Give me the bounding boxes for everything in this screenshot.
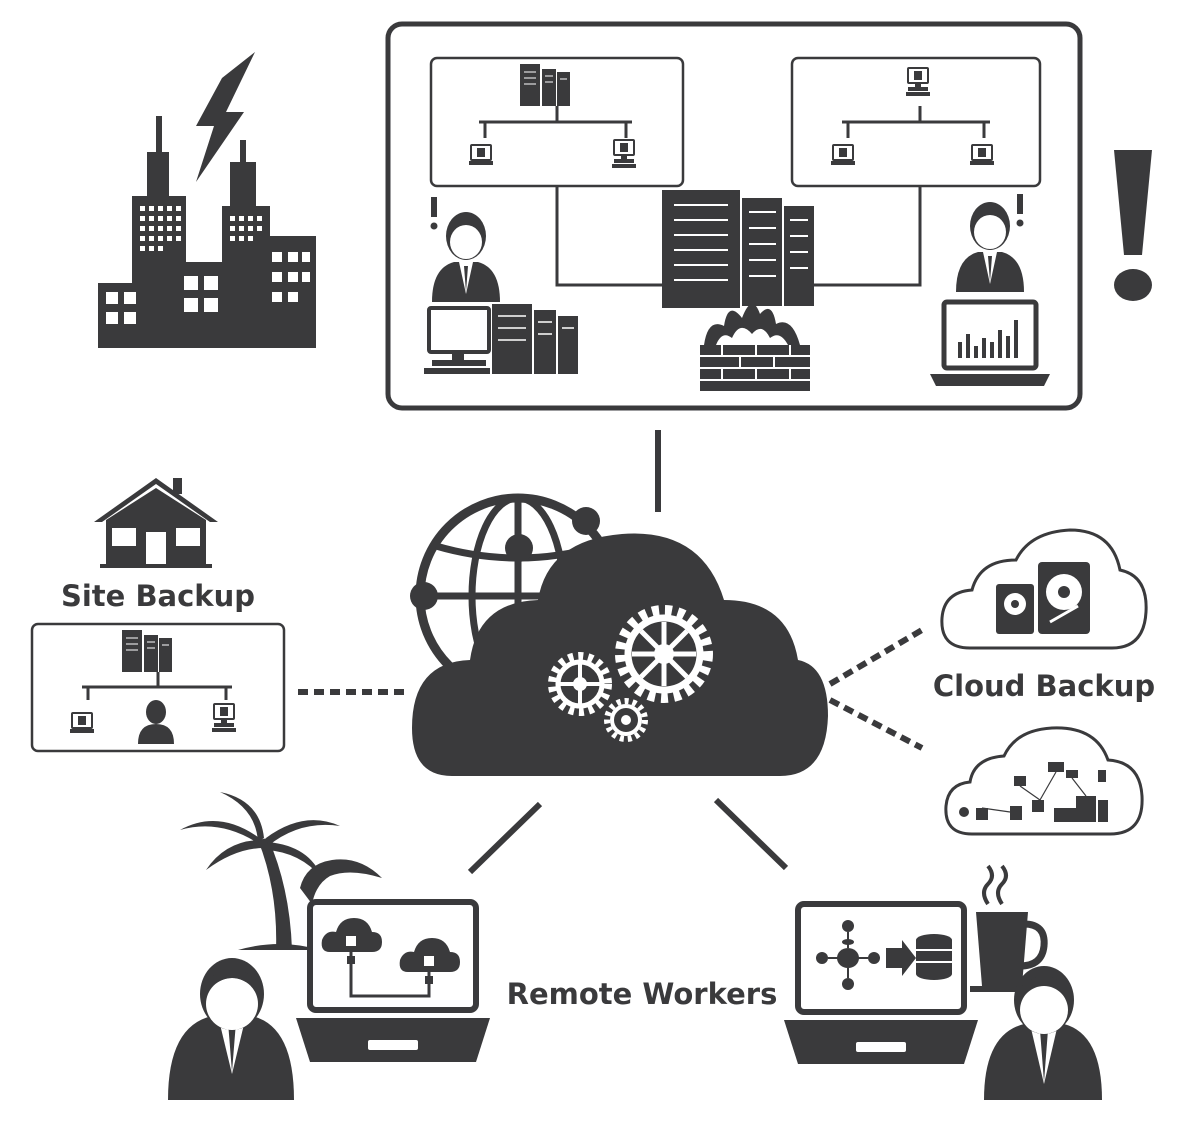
central-cloud: [410, 493, 828, 776]
laptop-data-flow: [784, 901, 978, 1064]
site-backup-section: Site Backup: [30, 478, 286, 753]
alert-exclamation-icon: [1017, 194, 1023, 214]
remote-worker-beach: [168, 792, 490, 1100]
laptop-icon: [830, 144, 856, 166]
connector-line: [828, 627, 924, 687]
lightning-bolt-icon: [196, 52, 255, 182]
hard-drive-cloud-icon: [940, 528, 1148, 650]
big-alert-exclamation-icon: [1114, 150, 1152, 301]
palm-tree-icon: [180, 792, 382, 950]
workstation-with-servers: [424, 304, 578, 374]
laptop-icon: [969, 144, 995, 166]
remote-worker-person-left: [168, 958, 294, 1100]
analytics-laptop: [930, 299, 1050, 386]
worker-person-icon: [138, 700, 174, 744]
remote-worker-person-right: [984, 966, 1102, 1100]
connector-line: [812, 186, 922, 287]
house-icon: [94, 478, 218, 568]
network-cloud-icon: [944, 726, 1144, 836]
city-buildings-icon: [98, 52, 316, 348]
connector-line: [467, 801, 543, 875]
central-server-cluster: [662, 190, 814, 308]
firewall-icon: [700, 303, 810, 391]
laptop-icon: [468, 144, 494, 166]
branch-network-left: [429, 56, 685, 188]
gear-icon: [615, 605, 713, 703]
coffee-cup-icon: [970, 864, 1048, 992]
branch-network-right: [790, 56, 1042, 188]
site-backup-label: Site Backup: [61, 579, 255, 613]
remote-workers-label: Remote Workers: [507, 977, 778, 1011]
admin-person-left: [430, 197, 500, 302]
laptop-cloud-transfer: [296, 899, 490, 1062]
alert-exclamation-icon: [431, 197, 437, 217]
cloud-backup-label: Cloud Backup: [933, 669, 1155, 703]
connector-line: [555, 186, 665, 287]
remote-worker-coffee: [784, 864, 1102, 1100]
admin-person-right: [956, 194, 1024, 292]
connector-line: [828, 697, 924, 751]
gear-icon: [604, 698, 648, 742]
gear-icon: [548, 652, 612, 716]
laptop-icon: [69, 712, 95, 734]
cloud-backup-section: Cloud Backup: [933, 528, 1155, 836]
connector-line: [713, 797, 789, 871]
